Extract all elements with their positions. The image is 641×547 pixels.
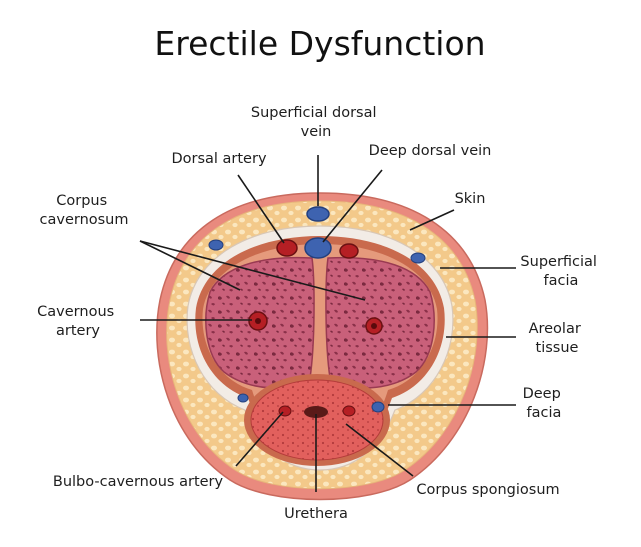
bulbo-artery-right (342, 405, 356, 417)
label-deep-dorsal-vein: Deep dorsal vein (369, 143, 492, 159)
label-corpus-spongiosum: Corpus spongiosum (416, 482, 559, 498)
label-corpus-cavernosum-line2: cavernosum (40, 212, 129, 228)
label-urethera-line1: Urethera (284, 506, 348, 522)
label-superficial-facia-line2: facia (544, 273, 579, 289)
label-corpus-cavernosum-line1: Corpus (56, 193, 107, 209)
label-skin: Skin (455, 191, 486, 207)
lateral-vein-bottom-right (371, 401, 385, 413)
label-deep-facia-line2: facia (527, 405, 562, 421)
label-superficial-facia-line1: Superficial (520, 254, 597, 270)
deep-dorsal-vein (304, 237, 332, 259)
leader-corpus-cavernosum-2 (139, 240, 366, 301)
dorsal-artery-right (339, 243, 359, 259)
label-bulbo-cavernous-artery-line1: Bulbo-cavernous artery (53, 474, 224, 490)
label-areolar-tissue: Areolar tissue (529, 321, 586, 356)
label-areolar-tissue-line2: tissue (536, 340, 579, 356)
leader-deep-dorsal-vein (322, 169, 383, 243)
lateral-vein-right (410, 252, 426, 264)
label-areolar-tissue-line1: Areolar (529, 321, 581, 337)
label-bulbo-cavernous-artery: Bulbo-cavernous artery (53, 474, 224, 490)
dorsal-artery-left (276, 239, 298, 257)
leader-dorsal-artery (237, 174, 285, 244)
label-cavernous-artery: Cavernous artery (37, 304, 119, 339)
leader-bulbo-cavernous-artery (235, 411, 284, 467)
label-cavernous-artery-line2: artery (56, 323, 100, 339)
label-superficial-facia: Superficial facia (520, 254, 601, 289)
label-dorsal-artery: Dorsal artery (171, 151, 266, 167)
lateral-vein-bottom-left (237, 393, 249, 403)
label-deep-facia-line1: Deep (523, 386, 561, 402)
cavernous-artery-left-lumen (255, 318, 261, 324)
label-corpus-cavernosum: Corpus cavernosum (40, 193, 129, 228)
label-urethera: Urethera (284, 506, 348, 522)
label-deep-dorsal-vein-line1: Deep dorsal vein (369, 143, 492, 159)
superficial-dorsal-vein (306, 206, 330, 222)
lateral-vein-left (208, 239, 224, 251)
leader-corpus-spongiosum (345, 423, 414, 477)
label-dorsal-artery-line1: Dorsal artery (171, 151, 266, 167)
label-corpus-spongiosum-line1: Corpus spongiosum (416, 482, 559, 498)
corpus-spongiosum (250, 379, 384, 461)
urethra-lumen (304, 406, 328, 418)
cavernous-artery-right-lumen (371, 323, 377, 329)
label-superficial-dorsal-vein: Superficial dorsal vein (251, 105, 381, 140)
label-superficial-dorsal-vein-line2: vein (301, 124, 332, 140)
label-superficial-dorsal-vein-line1: Superficial dorsal (251, 105, 377, 121)
label-cavernous-artery-line1: Cavernous (37, 304, 114, 320)
diagram-title: Erectile Dysfunction (154, 24, 485, 63)
label-skin-line1: Skin (455, 191, 486, 207)
label-deep-facia: Deep facia (523, 386, 566, 421)
leader-corpus-cavernosum-1 (139, 240, 241, 291)
leader-skin (409, 209, 455, 231)
